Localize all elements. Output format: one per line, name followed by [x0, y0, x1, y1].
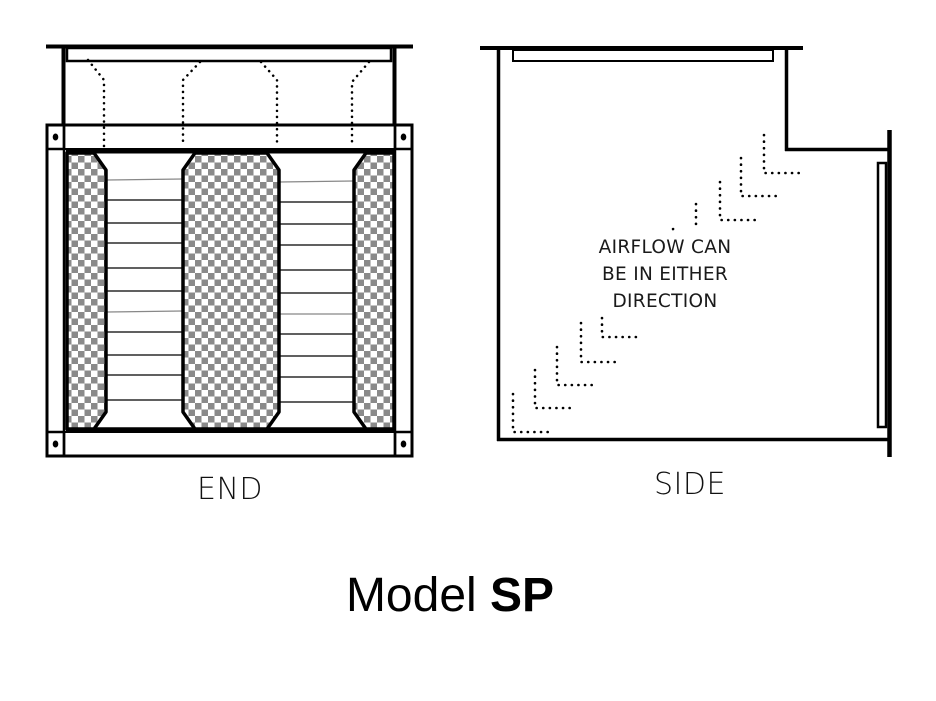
side-housing — [480, 46, 892, 457]
filter-left — [65, 151, 108, 431]
end-hidden-lines — [86, 58, 371, 148]
airflow-note-line-1: AIRFLOW CAN — [598, 237, 732, 258]
end-hood-top — [46, 44, 413, 126]
side-filter-slot — [876, 161, 888, 429]
airflow-arrows — [511, 133, 801, 434]
end-filters — [65, 151, 396, 431]
bolt-icon — [52, 133, 59, 141]
airflow-note: AIRFLOW CAN BE IN EITHER DIRECTION — [560, 234, 770, 315]
end-slat-panel-right — [278, 180, 354, 403]
model-code: SP — [490, 569, 555, 622]
filter-center — [181, 151, 281, 431]
end-view — [45, 44, 414, 458]
side-view — [480, 46, 892, 457]
filter-right — [352, 151, 396, 431]
end-slat-panel-left — [106, 178, 183, 401]
airflow-note-line-2: BE IN EITHER — [602, 264, 728, 285]
airflow-note-line-3: DIRECTION — [612, 291, 718, 312]
end-corner-bolts — [45, 123, 414, 458]
bolt-icon — [52, 440, 59, 448]
page-title: Model SP — [200, 568, 700, 623]
side-view-label: SIDE — [654, 467, 726, 502]
end-view-label: END — [197, 472, 263, 507]
bolt-icon — [400, 133, 407, 141]
model-prefix: Model — [345, 569, 477, 622]
bolt-icon — [400, 440, 407, 448]
